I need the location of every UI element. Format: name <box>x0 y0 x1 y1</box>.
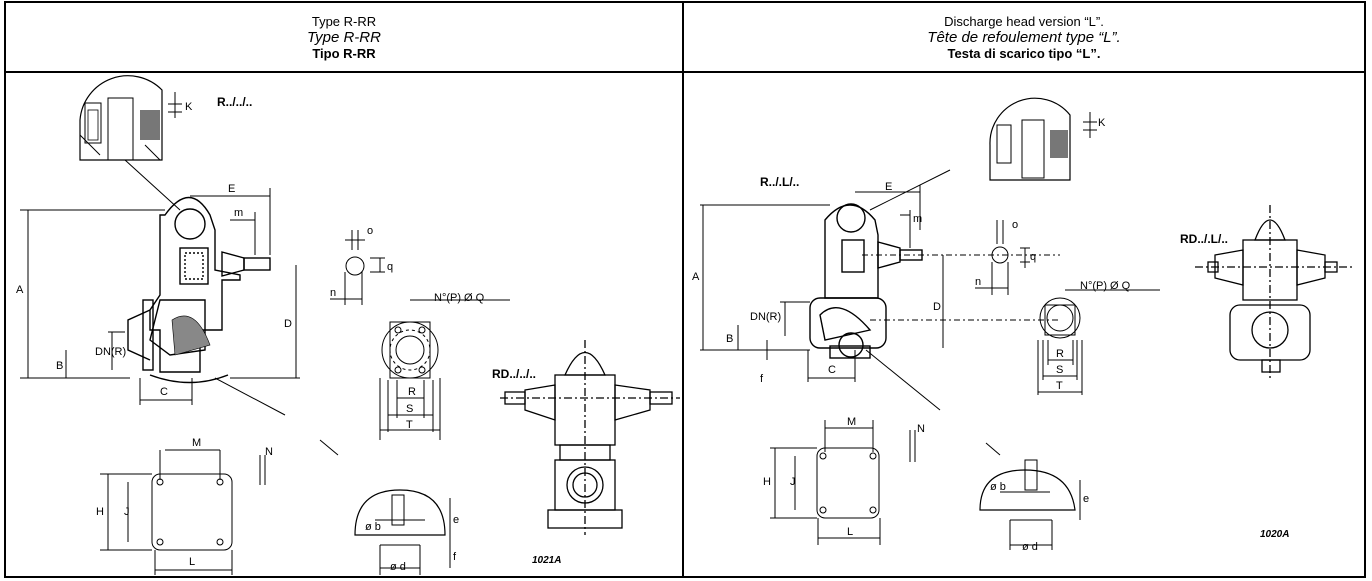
left-model-label-rd: RD../../.. <box>492 367 536 381</box>
detail-bed-drawing-right <box>979 459 1081 550</box>
right-header-en: Discharge head version “L”. <box>944 13 1104 29</box>
dim-od: ø d <box>390 561 406 573</box>
right-dim-n: n <box>975 276 981 288</box>
right-header-fr: Tête de refoulement type “L”. <box>927 28 1121 46</box>
pump-body-r-right <box>809 203 923 359</box>
table-frame: Type R-RR Type R-RR Tipo R-RR Discharge … <box>4 1 1366 578</box>
dim-npq: N°(P) Ø Q <box>434 292 485 304</box>
dim-k: K <box>185 101 193 113</box>
dim-ob: ø b <box>365 521 381 533</box>
dim-f: f <box>453 551 457 563</box>
dim-dn: DN(R) <box>95 346 126 358</box>
dim-t: T <box>406 419 413 431</box>
right-dim-r: R <box>1056 348 1064 360</box>
left-drawing-code: 1021A <box>532 555 561 566</box>
dim-m: m <box>234 207 243 219</box>
dim-r: R <box>408 386 416 398</box>
detail-k-circle <box>79 75 182 161</box>
dim-s: S <box>406 403 413 415</box>
dim-j: J <box>124 506 130 518</box>
dim-n: n <box>330 287 336 299</box>
right-dim-e: e <box>1083 493 1089 505</box>
dim-n-upper: N <box>265 446 273 458</box>
right-dim-o: o <box>1012 219 1018 231</box>
dim-b: B <box>56 360 63 372</box>
base-plate-drawing-right <box>770 420 916 545</box>
pump-body-rd <box>500 340 680 535</box>
right-dim-s: S <box>1056 364 1063 376</box>
right-dim-dn: DN(R) <box>750 311 781 323</box>
dim-m-upper: M <box>192 437 201 449</box>
right-dim-e: E <box>885 181 892 193</box>
right-dim-d: D <box>933 301 941 313</box>
dim-d: D <box>284 318 292 330</box>
right-dim-h: H <box>763 476 771 488</box>
right-dim-l: L <box>847 526 853 538</box>
base-plate-drawing <box>100 449 266 575</box>
right-model-label-r: R../.L/.. <box>760 175 799 189</box>
detail-bed-drawing <box>354 489 451 575</box>
dim-e-lower: e <box>453 514 459 526</box>
right-dim-f: f <box>760 373 764 385</box>
dim-q: q <box>387 261 393 273</box>
right-dim-k: K <box>1098 117 1106 129</box>
left-header-en: Type R-RR <box>311 13 377 29</box>
dim-h: H <box>96 506 104 518</box>
right-header-cell: Discharge head version “L”. Tête de refo… <box>684 3 1364 73</box>
left-header-fr: Type R-RR <box>307 28 381 46</box>
right-dim-od: ø d <box>1022 541 1038 553</box>
right-dim-m: m <box>913 213 922 225</box>
right-dim-ob: ø b <box>990 481 1006 493</box>
dim-c: C <box>160 386 168 398</box>
pump-body-r <box>127 197 271 384</box>
dim-l: L <box>189 556 195 568</box>
dim-a: A <box>16 284 24 296</box>
dim-e: E <box>228 183 235 195</box>
right-drawing-code: 1020A <box>1260 529 1289 540</box>
right-dim-c: C <box>828 364 836 376</box>
detail-k-circle-right <box>989 97 1097 181</box>
right-dim-m-upper: M <box>847 416 856 428</box>
right-dim-a: A <box>692 271 700 283</box>
right-dim-q: q <box>1030 251 1036 263</box>
left-header-it: Tipo R-RR <box>312 45 376 61</box>
right-dim-j: J <box>790 476 796 488</box>
right-header-it: Testa di scarico tipo “L”. <box>947 45 1101 61</box>
right-model-label-rd: RD../.L/.. <box>1180 232 1228 246</box>
column-divider <box>682 3 684 576</box>
dim-o: o <box>367 225 373 237</box>
right-dim-t: T <box>1056 380 1063 392</box>
flange-drawing <box>379 299 510 440</box>
left-model-label-r: R../../.. <box>217 95 252 109</box>
right-dim-npq: N°(P) Ø Q <box>1080 280 1131 292</box>
right-dim-n-upper: N <box>917 423 925 435</box>
pump-body-rd-right <box>1195 205 1355 380</box>
flange-drawing-right <box>1037 289 1160 395</box>
left-header-cell: Type R-RR Type R-RR Tipo R-RR <box>6 3 684 73</box>
right-dim-b: B <box>726 333 733 345</box>
